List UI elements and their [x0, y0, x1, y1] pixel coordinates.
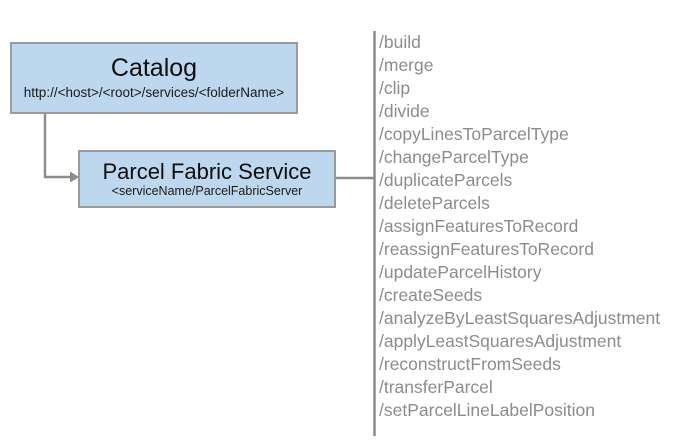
operation-item[interactable]: /reassignFeaturesToRecord [379, 239, 594, 259]
operation-item[interactable]: /copyLinesToParcelType [379, 124, 569, 144]
operation-item[interactable]: /createSeeds [379, 285, 483, 305]
operation-item[interactable]: /clip [379, 78, 411, 98]
operation-item[interactable]: /analyzeByLeastSquaresAdjustment [379, 308, 661, 328]
node-parcel-fabric-service-path: <serviceName/ParcelFabricServer [111, 183, 303, 198]
operation-item[interactable]: /updateParcelHistory [379, 262, 542, 282]
node-parcel-fabric-service-title: Parcel Fabric Service [102, 158, 312, 184]
operation-item[interactable]: /merge [379, 55, 434, 75]
operation-item[interactable]: /applyLeastSquaresAdjustment [379, 331, 622, 351]
connector-catalog-to-service [43, 114, 70, 179]
node-catalog-url: http://<host>/<root>/services/<folderNam… [23, 85, 285, 101]
operation-item[interactable]: /reconstructFromSeeds [379, 354, 561, 374]
operation-item[interactable]: /duplicateParcels [379, 170, 513, 190]
operations-list: /build /merge /clip /divide /copyLinesTo… [379, 31, 684, 422]
operation-item[interactable]: /assignFeaturesToRecord [379, 216, 579, 236]
operation-item[interactable]: /build [379, 32, 421, 52]
node-parcel-fabric-service[interactable]: Parcel Fabric Service <serviceName/Parce… [78, 150, 336, 208]
node-catalog[interactable]: Catalog http://<host>/<root>/services/<f… [10, 42, 298, 114]
operation-item[interactable]: /changeParcelType [379, 147, 529, 167]
operation-item[interactable]: /divide [379, 101, 430, 121]
operation-item[interactable]: /setParcelLineLabelPosition [379, 400, 595, 420]
operation-item[interactable]: /transferParcel [379, 377, 493, 397]
node-catalog-title: Catalog [110, 53, 198, 82]
operation-item[interactable]: /deleteParcels [379, 193, 490, 213]
